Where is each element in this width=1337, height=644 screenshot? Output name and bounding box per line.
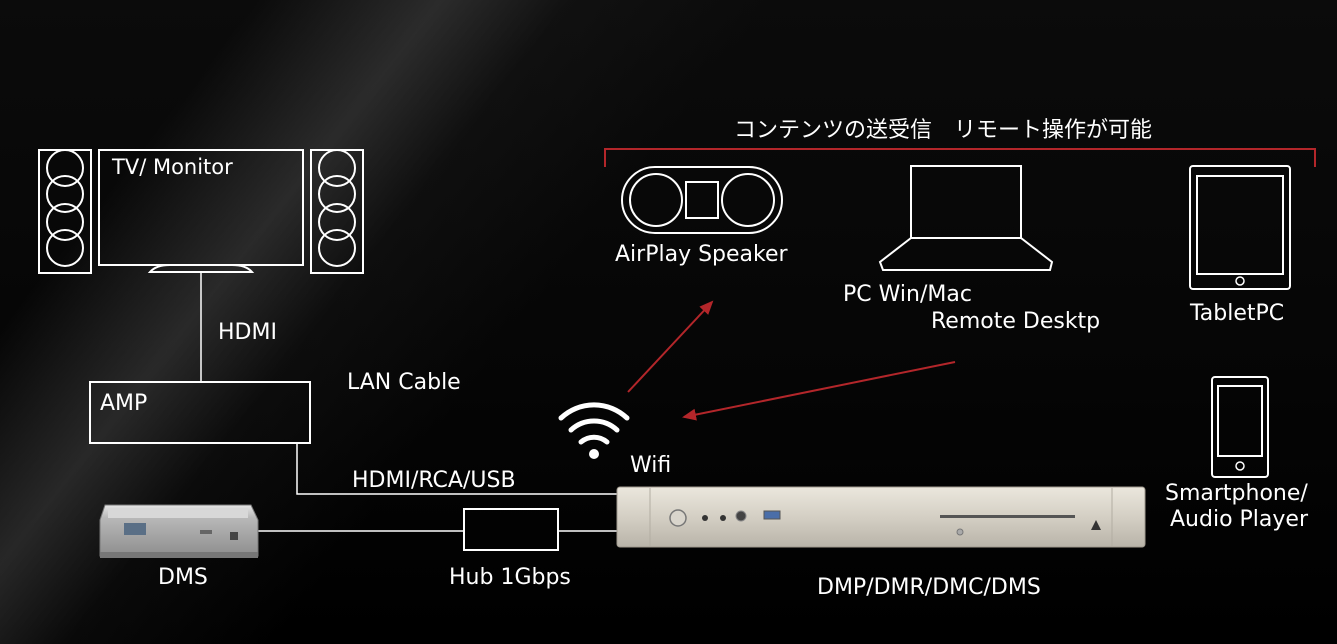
tv-label: TV/ Monitor — [112, 155, 233, 179]
media-player-device-icon — [616, 486, 1146, 548]
smartphone-label-line2: Audio Player — [1170, 507, 1308, 532]
main-device-label: DMP/DMR/DMC/DMS — [817, 575, 1041, 600]
tablet-label: TabletPC — [1190, 301, 1285, 326]
nas-server-icon — [99, 504, 259, 558]
hdmi-rca-usb-line — [296, 443, 620, 495]
right-speaker-icon — [310, 149, 364, 274]
wifi-dot — [589, 449, 599, 459]
group-bracket — [604, 148, 1316, 167]
wifi-to-airplay-arrow — [627, 300, 714, 393]
tv-icon — [98, 149, 304, 273]
group-caption: コンテンツの送受信 リモート操作が可能 — [734, 118, 1153, 143]
pc-label-line2: Remote Desktp — [931, 309, 1101, 334]
left-speaker-icon — [38, 149, 92, 274]
lan-cable-label: LAN Cable — [347, 370, 461, 395]
laptop-icon — [878, 165, 1054, 271]
wifi-label: Wifi — [630, 453, 672, 478]
hdmi-label: HDMI — [218, 320, 277, 345]
hdmi-rca-usb-label: HDMI/RCA/USB — [352, 468, 516, 493]
smartphone-label-line1: Smartphone/ — [1165, 481, 1308, 506]
dms-label: DMS — [158, 565, 208, 590]
hub-label: Hub 1Gbps — [449, 565, 571, 590]
amp-box — [89, 381, 311, 444]
tablet-icon — [1189, 165, 1291, 290]
airplay-speaker-icon — [621, 166, 783, 234]
hub-box — [463, 508, 559, 551]
pc-to-wifi-arrow — [682, 361, 956, 421]
amp-label: AMP — [100, 391, 148, 416]
wifi-icon — [558, 402, 630, 445]
pc-label-line1: PC Win/Mac — [843, 282, 972, 307]
smartphone-icon — [1211, 376, 1269, 478]
airplay-speaker-label: AirPlay Speaker — [615, 242, 788, 267]
